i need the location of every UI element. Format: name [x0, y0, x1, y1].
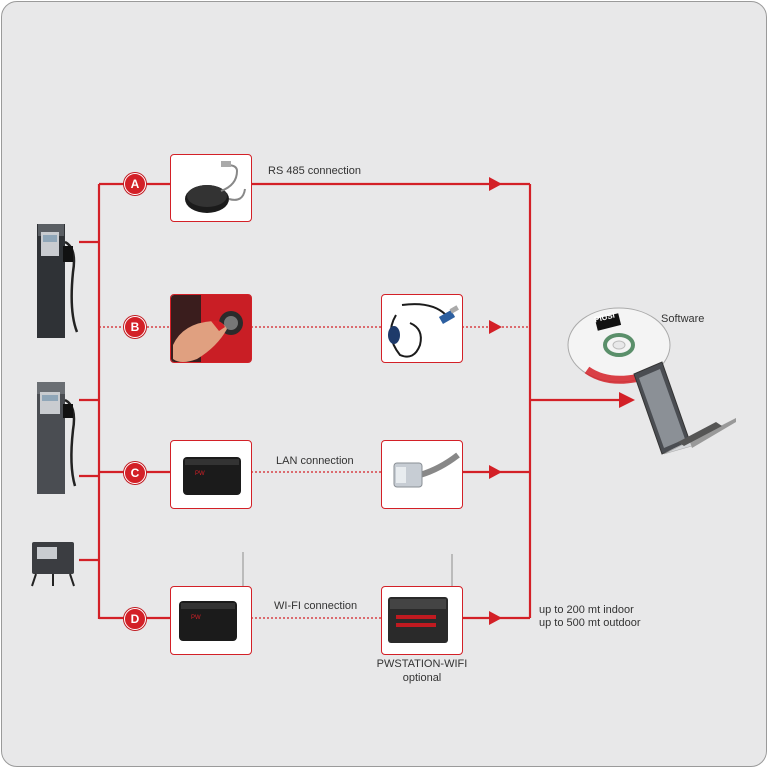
range-outdoor-label: up to 500 mt outdoor — [539, 617, 641, 629]
badge-b: B — [124, 316, 146, 338]
fuel-dispenser-icon — [31, 542, 75, 587]
pwstation-wifi-box — [381, 586, 463, 655]
usb-cable-icon — [388, 303, 459, 358]
usb-converter-box — [170, 154, 252, 222]
network-box-icon: PW — [183, 457, 241, 495]
usb-cable-box — [381, 294, 463, 363]
network-box: PW — [170, 440, 252, 509]
range-indoor-label: up to 200 mt indoor — [539, 604, 634, 616]
lan-connection-label: LAN connection — [276, 455, 354, 467]
rj45-cable-box — [381, 440, 463, 509]
pwstation-name-label: PWSTATION-WIFI — [376, 658, 468, 670]
pwstation-optional-label: optional — [402, 672, 442, 684]
fuel-dispenser-icon — [37, 224, 79, 338]
svg-text:PW: PW — [195, 471, 205, 477]
software-label: Software — [661, 313, 705, 325]
badge-d: D — [124, 608, 146, 630]
key-reader-icon — [171, 295, 251, 362]
fuel-dispenser-icon — [37, 382, 77, 494]
rs485-connection-label: RS 485 connection — [268, 165, 361, 177]
key-reader-box — [170, 294, 252, 363]
wifi-connection-label: WI-FI connection — [274, 600, 358, 612]
svg-text:PW: PW — [191, 615, 201, 621]
laptop-icon — [633, 361, 736, 455]
badge-c: C — [124, 462, 146, 484]
usb-converter-icon — [185, 161, 246, 213]
rj45-cable-icon — [393, 452, 460, 488]
wifi-box-left: PW — [170, 586, 252, 655]
cd-disc-icon — [567, 307, 671, 384]
wifi-box-icon: PW — [179, 601, 237, 641]
wifi-box-icon — [388, 597, 448, 643]
badge-a: A — [124, 173, 146, 195]
